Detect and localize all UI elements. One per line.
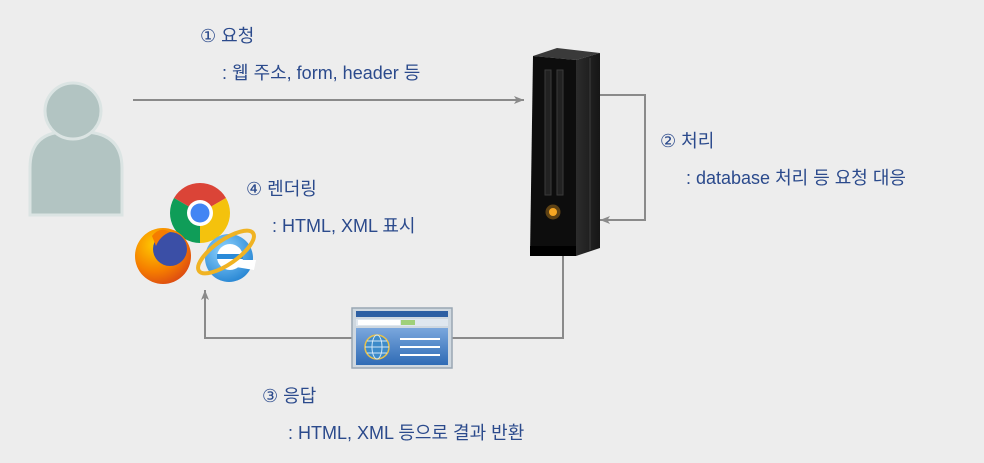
user-head: [43, 81, 103, 141]
server-tower-icon: [530, 48, 600, 256]
server-base: [530, 246, 576, 256]
step-response-title: ③ 응답: [262, 386, 316, 406]
user-body: [28, 130, 124, 217]
server-drive-slot: [556, 69, 564, 196]
document-address-field: [358, 320, 400, 325]
document-address-indicator: [401, 320, 415, 325]
step-render-title: ④ 렌더링: [246, 179, 317, 199]
server-power-led: [549, 208, 557, 216]
step-process-title: ② 처리: [660, 131, 714, 151]
document-title-bar: [356, 311, 448, 317]
firefox-globe: [153, 232, 187, 266]
step-process-detail: : database 처리 등 요청 대응: [686, 168, 906, 188]
chrome-red-segment: [174, 183, 226, 213]
server-side-face: [576, 53, 600, 256]
browser-icons: [135, 183, 256, 284]
ie-gold-ring: [196, 228, 256, 276]
server-top-face: [533, 48, 600, 60]
ie-letter-e-opening: [230, 260, 256, 270]
firefox-icon: [135, 228, 191, 284]
globe-icon: [364, 334, 390, 360]
server-front-face: [530, 56, 576, 256]
step-render-detail: : HTML, XML 표시: [272, 216, 415, 236]
ie-letter-e-bar: [217, 254, 243, 259]
chrome-center-dot: [190, 203, 210, 223]
process-loop-arrow: [600, 94, 646, 224]
firefox-ear: [152, 229, 170, 246]
internet-explorer-icon: [196, 228, 256, 282]
chrome-icon: [170, 183, 230, 243]
step-response-detail: : HTML, XML 등으로 결과 반환: [288, 423, 524, 443]
step-request-title: ① 요청: [200, 26, 254, 46]
server-drive-slot: [544, 69, 552, 196]
step-request-detail: : 웹 주소, form, header 등: [222, 63, 420, 83]
web-page-document-icon: [351, 307, 453, 369]
user-icon: [28, 81, 124, 217]
